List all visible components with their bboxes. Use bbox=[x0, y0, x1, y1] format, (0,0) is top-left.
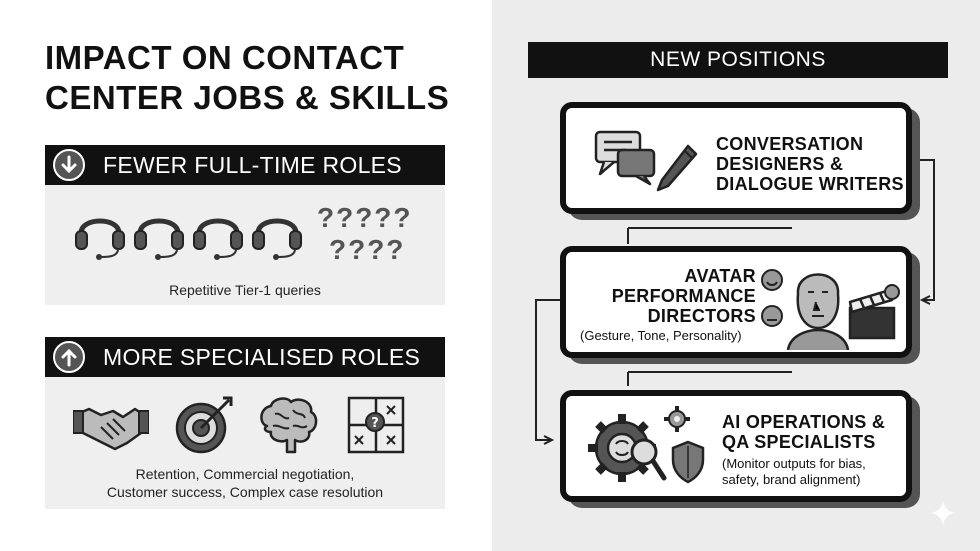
arrow-down-icon bbox=[53, 149, 85, 181]
more-roles-caption: Retention, Commercial negotiation, Custo… bbox=[106, 466, 384, 500]
card-avatar-directors: AVATAR PERFORMANCE DIRECTORS (Gesture, T… bbox=[560, 246, 912, 358]
headset-icon bbox=[252, 218, 302, 260]
chat-bubbles-icon bbox=[594, 130, 656, 186]
fewer-roles-caption: Repetitive Tier-1 queries bbox=[169, 282, 321, 298]
shield-icon bbox=[671, 440, 705, 484]
question-marks: ????? ???? bbox=[317, 202, 413, 265]
avatar-head-icon bbox=[786, 273, 850, 350]
fewer-roles-header: FEWER FULL-TIME ROLES bbox=[45, 145, 445, 185]
handshake-icon bbox=[73, 407, 149, 451]
target-icon bbox=[175, 396, 233, 454]
card-subtitle: (Monitor outputs for bias, safety, brand… bbox=[722, 456, 866, 487]
puzzle-icon: ? bbox=[347, 396, 405, 454]
left-panel: IMPACT ON CONTACT CENTER JOBS & SKILLS F… bbox=[45, 39, 450, 509]
new-positions-heading: NEW POSITIONS bbox=[528, 42, 948, 78]
card-subtitle: (Gesture, Tone, Personality) bbox=[580, 328, 742, 343]
skills-icons-row: ? bbox=[45, 392, 445, 472]
card-ai-operations: AI OPERATIONS & QA SPECIALISTS (Monitor … bbox=[560, 390, 912, 502]
gear-icon bbox=[664, 406, 690, 432]
more-roles-header: MORE SPECIALISED ROLES bbox=[45, 337, 445, 377]
headset-icon bbox=[134, 218, 184, 260]
fewer-roles-panel: FEWER FULL-TIME ROLES bbox=[45, 145, 445, 305]
card-title: AVATAR PERFORMANCE DIRECTORS bbox=[611, 266, 756, 326]
card-conversation-designers: CONVERSATION DESIGNERS & DIALOGUE WRITER… bbox=[560, 102, 912, 214]
pen-icon bbox=[656, 144, 698, 192]
headset-row: ????? ???? bbox=[45, 200, 445, 280]
svg-text:?: ? bbox=[371, 416, 379, 431]
emoji-icon bbox=[761, 269, 783, 327]
page-title: IMPACT ON CONTACT CENTER JOBS & SKILLS bbox=[45, 39, 450, 116]
more-roles-panel: MORE SPECIALISED ROLES bbox=[45, 337, 445, 509]
arrow-up-icon bbox=[53, 341, 85, 373]
flow-connectors bbox=[535, 159, 935, 445]
magnifier-icon bbox=[630, 438, 667, 481]
card-title: CONVERSATION DESIGNERS & DIALOGUE WRITER… bbox=[716, 134, 904, 194]
brain-icon bbox=[260, 397, 318, 454]
more-roles-heading: MORE SPECIALISED ROLES bbox=[103, 344, 421, 370]
fewer-roles-heading: FEWER FULL-TIME ROLES bbox=[103, 152, 402, 178]
sparkle-icon bbox=[930, 500, 956, 526]
headset-icon bbox=[75, 218, 125, 260]
headset-icon bbox=[193, 218, 243, 260]
clapperboard-icon bbox=[848, 284, 900, 340]
card-title: AI OPERATIONS & QA SPECIALISTS bbox=[722, 412, 886, 452]
